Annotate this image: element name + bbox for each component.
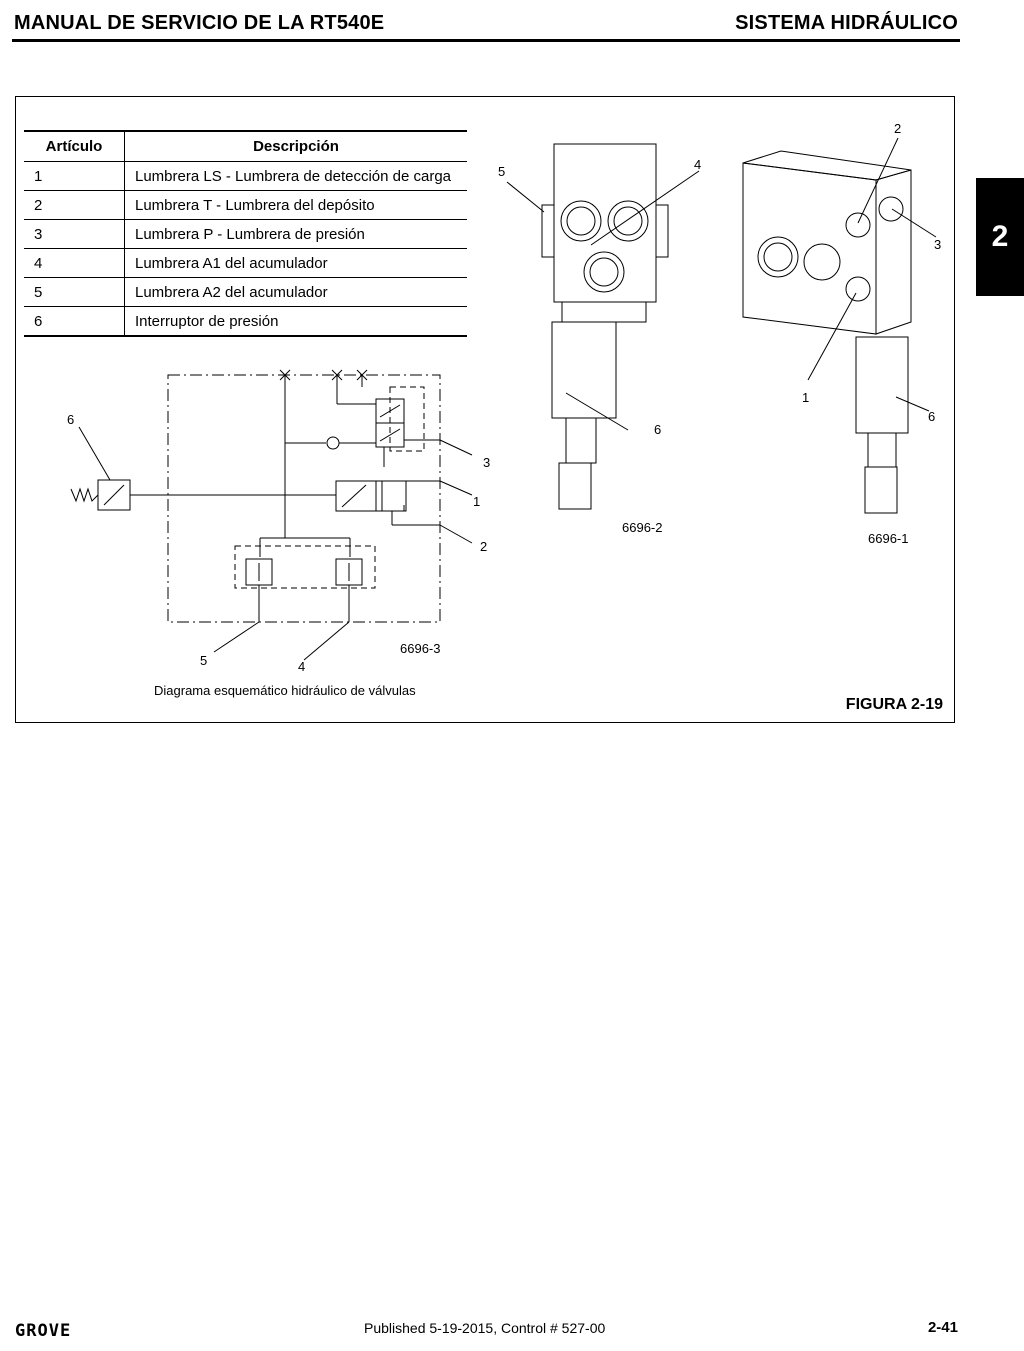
chapter-tab-number: 2 (991, 220, 1009, 253)
manual-title: MANUAL DE SERVICIO DE LA RT540E (14, 12, 385, 34)
figure-label: FIGURA 2-19 (845, 696, 943, 713)
item-number: 2 (24, 190, 125, 220)
table-row: 3 Lumbrera P - Lumbrera de presión (24, 219, 467, 249)
view-b-ref: 6696-1 (868, 531, 908, 546)
brand-logo: GROVE (15, 1321, 72, 1341)
figure-frame: 6 3 1 2 5 4 6696-3 5 4 6 6696-2 2 3 1 6 … (15, 96, 955, 723)
view-a-callout-6: 6 (654, 422, 661, 437)
table-row: 2 Lumbrera T - Lumbrera del depósito (24, 190, 467, 220)
schematic-ref: 6696-3 (400, 641, 440, 656)
table-row: 1 Lumbrera LS - Lumbrera de detección de… (24, 161, 467, 191)
view-a-callout-4: 4 (694, 157, 701, 172)
section-title: SISTEMA HIDRÁULICO (735, 12, 958, 34)
item-description: Lumbrera A1 del acumulador (124, 248, 467, 278)
table-row: 5 Lumbrera A2 del acumulador (24, 277, 467, 307)
item-number: 3 (24, 219, 125, 249)
parts-table-header: Artículo Descripción (24, 130, 467, 162)
chapter-tab[interactable]: 2 (976, 178, 1024, 296)
valve-view-a (506, 143, 700, 510)
view-b-callout-3: 3 (934, 237, 941, 252)
schematic-callout-1: 1 (473, 494, 480, 509)
view-b-callout-2: 2 (894, 121, 901, 136)
parts-table: Artículo Descripción 1 Lumbrera LS - Lum… (24, 130, 467, 337)
item-description: Lumbrera A2 del acumulador (124, 277, 467, 307)
valve-view-b (742, 137, 937, 514)
item-description: Lumbrera T - Lumbrera del depósito (124, 190, 467, 220)
item-description: Lumbrera LS - Lumbrera de detección de c… (124, 161, 467, 191)
item-number: 4 (24, 248, 125, 278)
item-description: Lumbrera P - Lumbrera de presión (124, 219, 467, 249)
item-description: Interruptor de presión (124, 306, 467, 337)
view-a-ref: 6696-2 (622, 520, 662, 535)
figure-drawing: 6 3 1 2 5 4 6696-3 5 4 6 6696-2 2 3 1 6 … (67, 121, 941, 674)
schematic-callout-4: 4 (298, 659, 305, 674)
table-row: 6 Interruptor de presión (24, 306, 467, 337)
header-rule (12, 39, 960, 42)
hydraulic-schematic (70, 369, 473, 661)
schematic-callout-2: 2 (480, 539, 487, 554)
column-header-item: Artículo (24, 130, 125, 162)
view-a-callout-5: 5 (498, 164, 505, 179)
item-number: 1 (24, 161, 125, 191)
item-number: 6 (24, 306, 125, 337)
schematic-caption: Diagrama esquemático hidráulico de válvu… (154, 683, 416, 698)
view-b-callout-6: 6 (928, 409, 935, 424)
column-header-description: Descripción (124, 130, 467, 162)
table-row: 4 Lumbrera A1 del acumulador (24, 248, 467, 278)
schematic-callout-5: 5 (200, 653, 207, 668)
schematic-callout-6: 6 (67, 412, 74, 427)
publication-info: Published 5-19-2015, Control # 527-00 (364, 1320, 606, 1336)
view-b-callout-1: 1 (802, 390, 809, 405)
schematic-callout-3: 3 (483, 455, 490, 470)
page-number: 2-41 (927, 1319, 958, 1336)
item-number: 5 (24, 277, 125, 307)
